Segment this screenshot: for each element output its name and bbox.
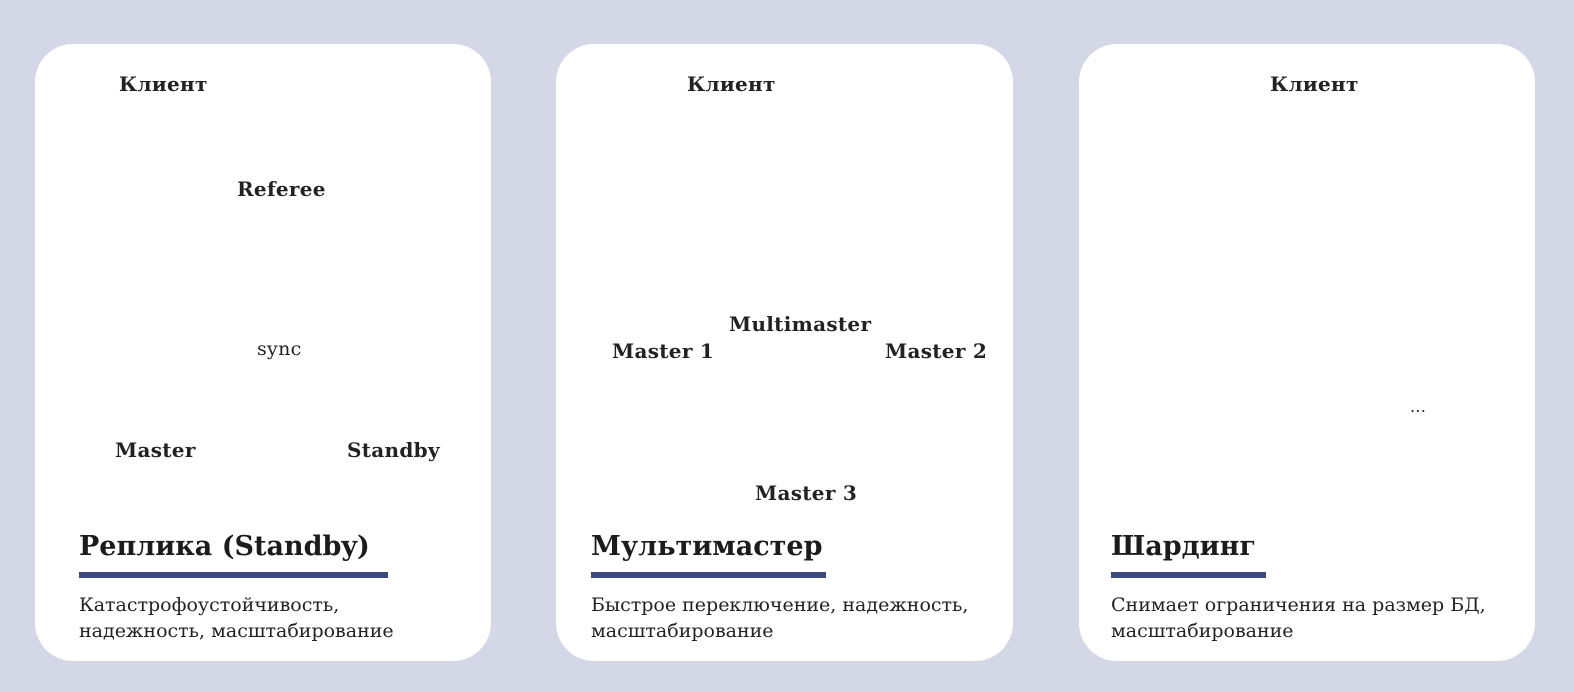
- panel-title: Мультимастер: [591, 531, 823, 562]
- multimaster-panel: Клиент Master 1 Multimaster Master 2 Mas…: [556, 44, 1013, 661]
- title-underline: [591, 572, 826, 578]
- client-label: Клиент: [1270, 72, 1359, 96]
- replica-panel: Клиент Referee sync Master Standby Репли…: [35, 44, 491, 661]
- title-underline: [1111, 572, 1266, 578]
- panel-title: Шардинг: [1111, 531, 1256, 562]
- panel-title: Реплика (Standby): [79, 531, 370, 562]
- standby-label: Standby: [347, 438, 440, 462]
- panel-description: Быстрое переключение, надежность, масшта…: [591, 594, 969, 642]
- multimaster-label: Multimaster: [729, 312, 872, 336]
- sharding-panel: Клиент ... Шардинг Снимает ограничения н…: [1079, 44, 1535, 661]
- master1-label: Master 1: [612, 339, 715, 363]
- sync-label: sync: [257, 338, 302, 360]
- master-label: Master: [115, 438, 196, 462]
- title-underline: [79, 572, 388, 578]
- panel-description: Катастрофоустойчивость, надежность, масш…: [79, 594, 394, 642]
- panel-description: Снимает ограничения на размер БД, масшта…: [1111, 594, 1486, 642]
- referee-label: Referee: [237, 177, 326, 201]
- client-label: Клиент: [119, 72, 208, 96]
- client-label: Клиент: [687, 72, 776, 96]
- master3-label: Master 3: [755, 481, 858, 505]
- ellipsis-label: ...: [1410, 397, 1427, 416]
- master2-label: Master 2: [885, 339, 988, 363]
